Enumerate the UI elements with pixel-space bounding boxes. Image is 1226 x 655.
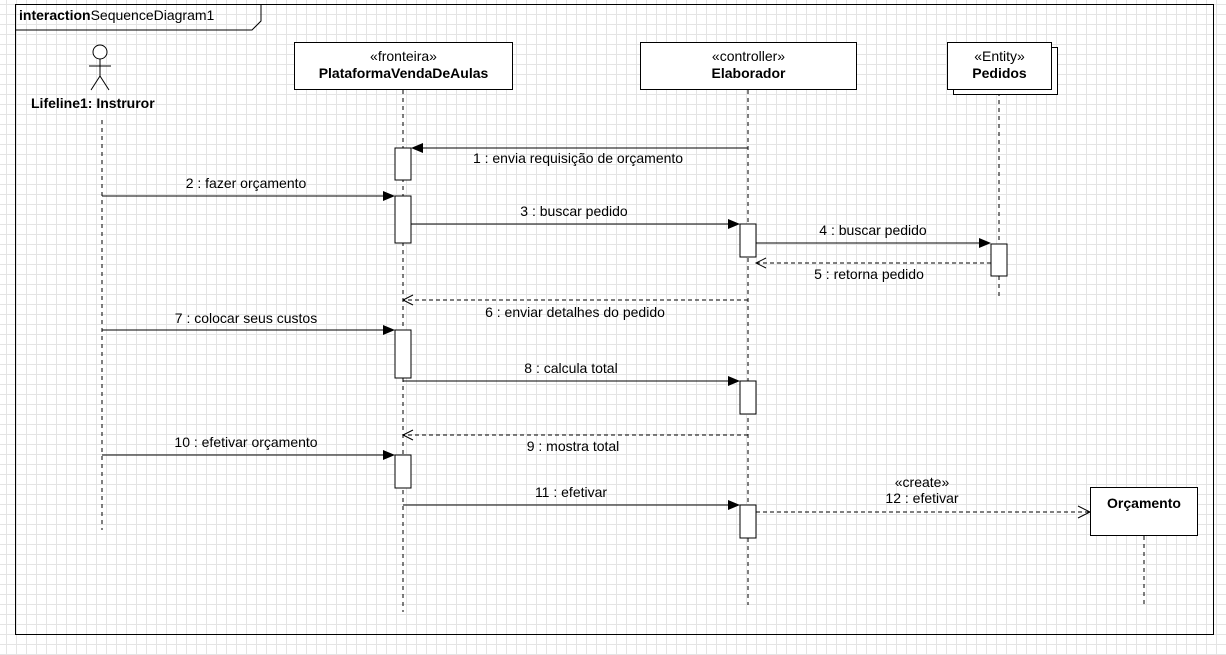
boundary-activation-3 — [394, 329, 412, 379]
message-10-label: 10 : efetivar orçamento — [174, 434, 318, 450]
entity-activation-1 — [990, 243, 1008, 277]
message-5-arrowhead — [754, 257, 767, 269]
frame-name: SequenceDiagram1 — [90, 7, 215, 23]
message-7-arrowhead — [383, 325, 395, 335]
entity-name: Pedidos — [972, 65, 1027, 81]
message-1-label: 1 : envia requisição de orçamento — [472, 150, 684, 166]
created-name: Orçamento — [1107, 495, 1181, 511]
frame-kind: interaction — [19, 7, 91, 23]
message-11-label: 11 : efetivar — [534, 484, 608, 500]
interaction-frame — [15, 4, 1214, 635]
message-4-label: 4 : buscar pedido — [819, 222, 927, 238]
frame-label: interactionSequenceDiagram1 — [19, 7, 214, 23]
message-3-label: 3 : buscar pedido — [520, 203, 628, 219]
message-5-label: 5 : retorna pedido — [814, 266, 924, 282]
message-12-label: «create» 12 : efetivar — [885, 474, 958, 506]
message-8-arrowhead — [728, 376, 740, 386]
actor-head — [92, 44, 108, 60]
controller-stereotype: «controller» — [711, 48, 786, 64]
message-10-arrowhead — [383, 450, 395, 460]
message-3-arrowhead — [728, 219, 740, 229]
entity-stereotype: «Entity» — [974, 48, 1025, 64]
boundary-name: PlataformaVendaDeAulas — [318, 65, 489, 81]
boundary-stereotype: «fronteira» — [370, 48, 437, 64]
message-7-label: 7 : colocar seus custos — [174, 310, 318, 326]
message-2-arrowhead — [383, 191, 395, 201]
message-11-arrowhead — [728, 500, 740, 510]
controller-name: Elaborador — [711, 65, 786, 81]
message-4-arrowhead — [979, 238, 991, 248]
actor-label: Lifeline1: Instruror — [31, 95, 155, 111]
message-12-text: 12 : efetivar — [885, 490, 959, 506]
boundary-participant-box[interactable]: «fronteira» PlataformaVendaDeAulas — [294, 42, 513, 90]
controller-activation-1 — [739, 223, 757, 258]
controller-participant-box[interactable]: «controller» Elaborador — [640, 42, 857, 90]
message-12-stereotype: «create» — [894, 474, 950, 490]
message-9-arrowhead — [401, 429, 414, 441]
controller-activation-3 — [739, 504, 757, 539]
message-1-arrowhead — [411, 143, 423, 153]
created-participant-box[interactable]: Orçamento — [1090, 487, 1198, 536]
frame-tab-border — [15, 4, 262, 31]
boundary-activation-4 — [394, 454, 412, 489]
boundary-activation-1 — [394, 147, 412, 181]
message-6-arrowhead — [401, 294, 414, 306]
message-8-label: 8 : calcula total — [524, 360, 618, 376]
message-6-label: 6 : enviar detalhes do pedido — [485, 304, 665, 320]
entity-participant-box[interactable]: «Entity» Pedidos — [947, 42, 1052, 90]
message-2-label: 2 : fazer orçamento — [185, 175, 307, 191]
message-9-label: 9 : mostra total — [526, 438, 620, 454]
actor-left-leg — [90, 75, 101, 91]
boundary-activation-2 — [394, 195, 412, 244]
actor-stick-figure-icon — [89, 44, 111, 91]
controller-activation-2 — [739, 380, 757, 415]
actor-right-leg — [99, 75, 110, 91]
